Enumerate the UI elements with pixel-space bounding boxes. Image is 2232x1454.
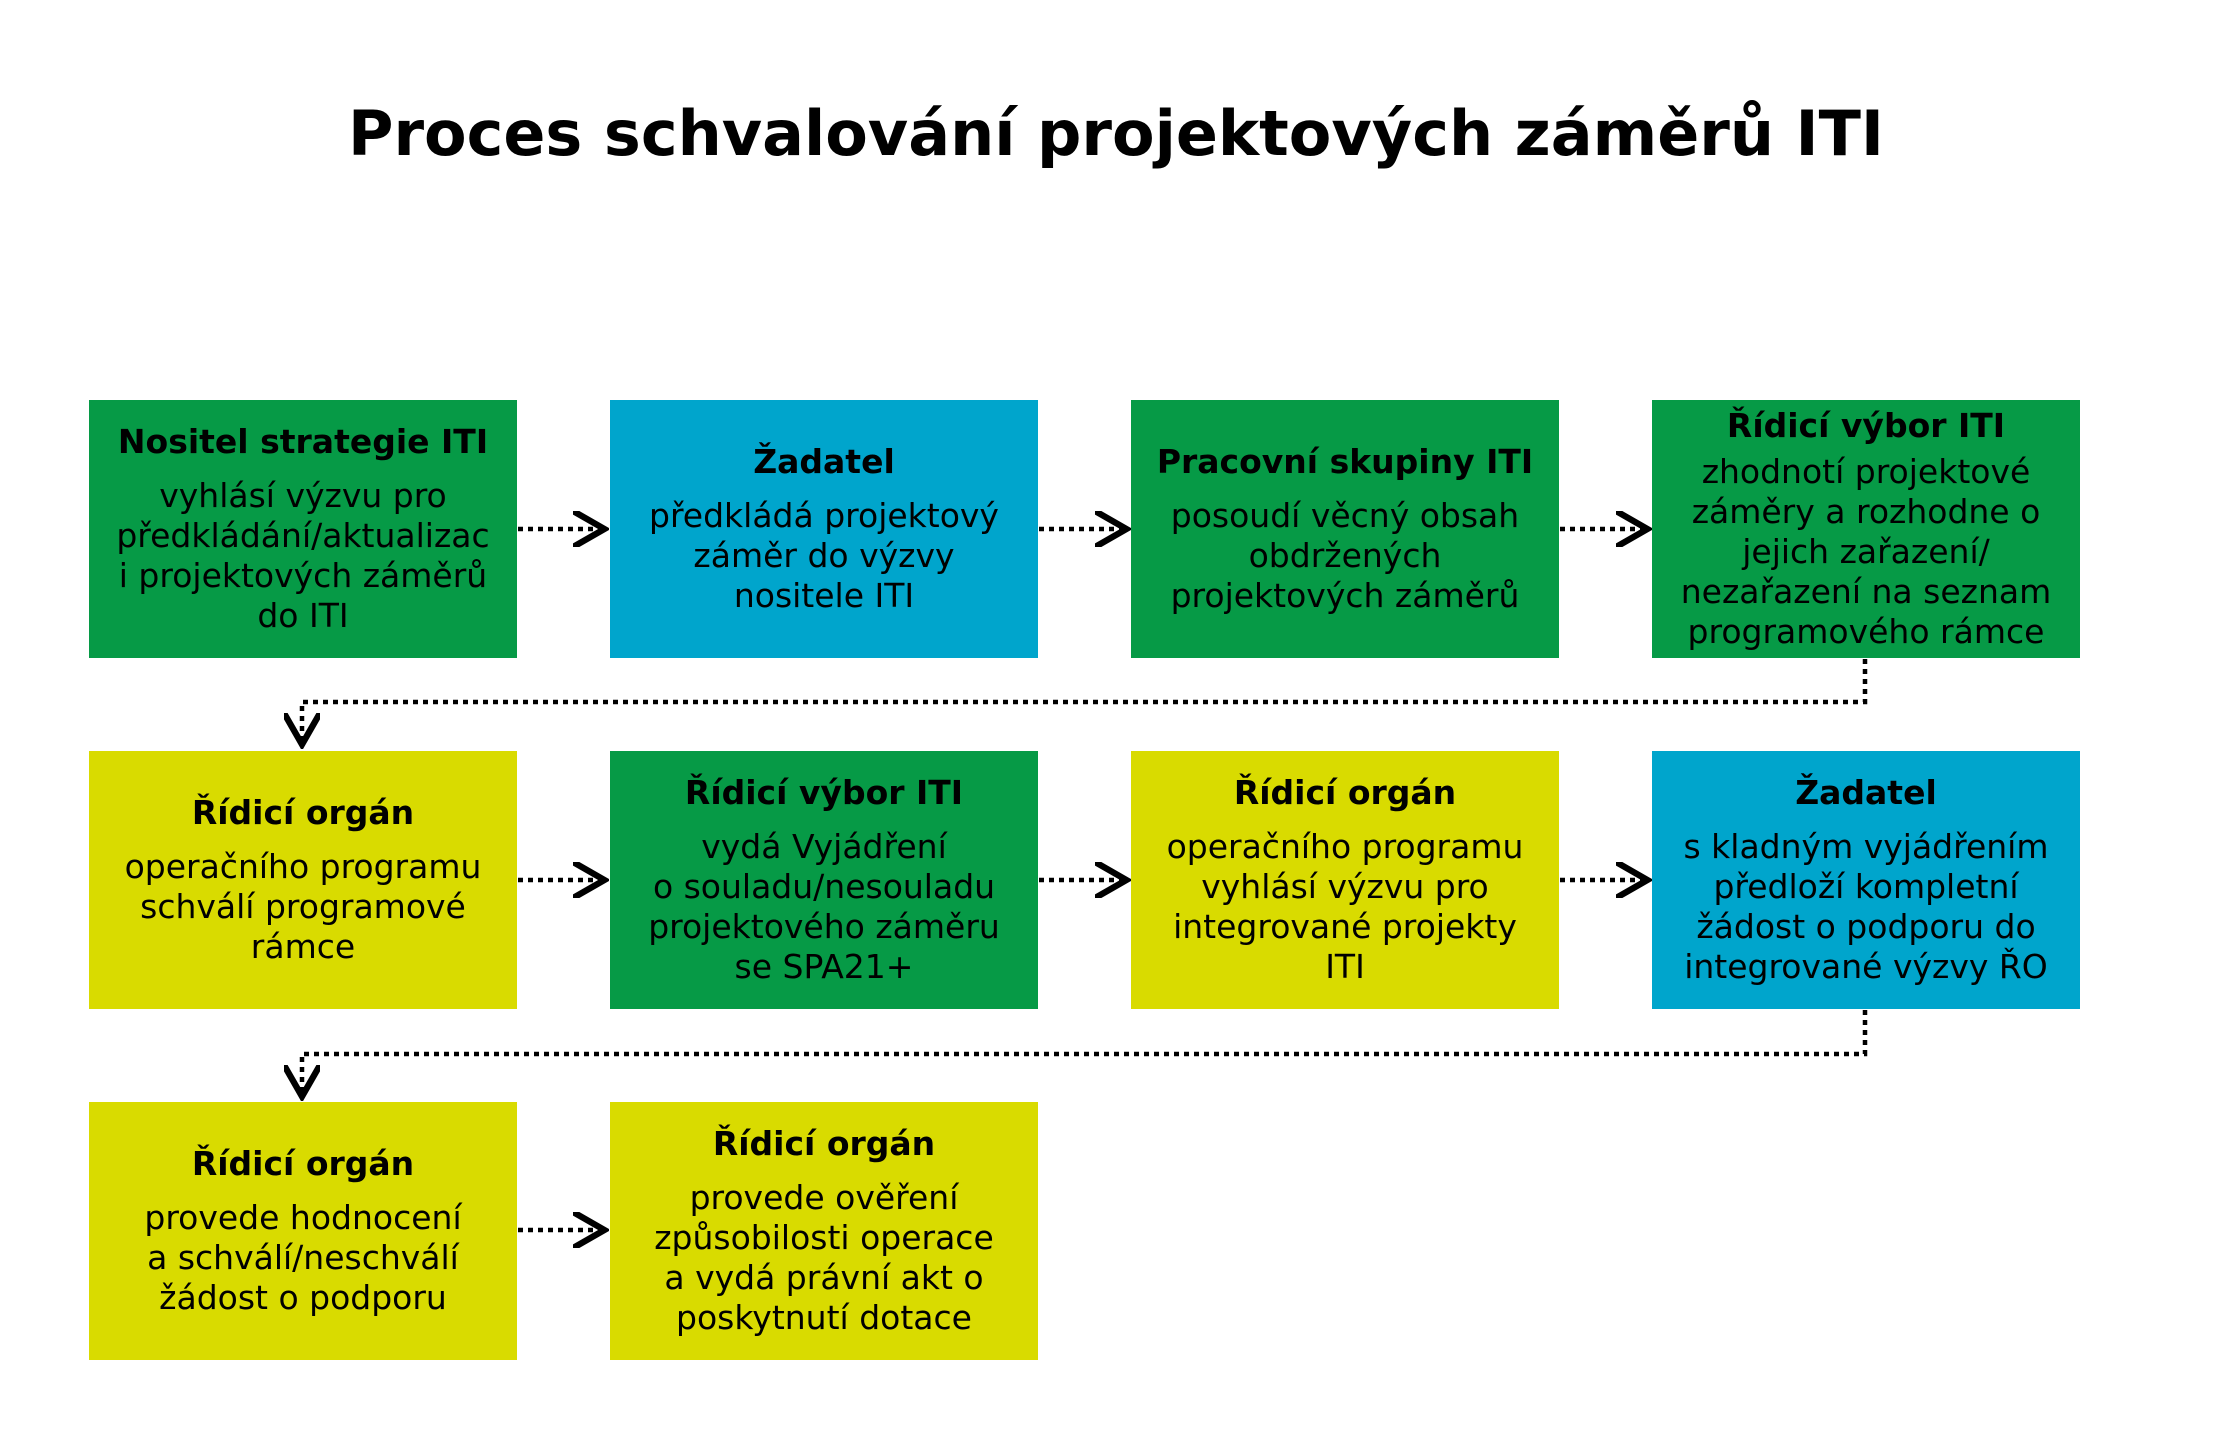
- step-6-heading: Řídicí výbor ITI: [684, 773, 964, 812]
- step-2-heading: Žadatel: [753, 442, 895, 481]
- step-3-text: posoudí věcný obsah obdržených projektov…: [1170, 496, 1520, 615]
- arrow-step8-to-step9: [302, 1010, 1868, 1092]
- step-8-heading: Žadatel: [1795, 773, 1937, 812]
- step-4-box: Řídicí výbor ITI zhodnotí projektové zám…: [1652, 400, 2080, 658]
- step-5-heading: Řídicí orgán: [191, 793, 415, 832]
- step-3-box: Pracovní skupiny ITI posoudí věcný obsah…: [1131, 400, 1559, 658]
- step-5-text: operačního programu schválí programové r…: [124, 847, 482, 966]
- step-2-box: Žadatel předkládá projektový záměr do vý…: [610, 400, 1038, 658]
- step-9-box: Řídicí orgán provede hodnocení a schválí…: [89, 1102, 517, 1360]
- step-5-box: Řídicí orgán operačního programu schválí…: [89, 751, 517, 1009]
- diagram-title: Proces schvalování projektových záměrů I…: [348, 97, 1884, 170]
- step-7-heading: Řídicí orgán: [1233, 773, 1457, 812]
- step-2-text: předkládá projektový záměr do výzvy nosi…: [649, 496, 999, 615]
- step-6-text: vydá Vyjádření o souladu/nesouladu proje…: [648, 827, 1000, 986]
- step-3-heading: Pracovní skupiny ITI: [1156, 442, 1534, 481]
- step-9-text: provede hodnocení a schválí/neschválí žá…: [144, 1198, 462, 1317]
- step-7-text: operačního programu vyhlásí výzvu pro in…: [1166, 827, 1524, 986]
- step-10-heading: Řídicí orgán: [712, 1124, 936, 1163]
- step-1-text: vyhlásí výzvu pro předkládání/aktualizac…: [116, 476, 490, 635]
- step-8-box: Žadatel s kladným vyjádřením předloží ko…: [1652, 751, 2080, 1009]
- step-6-box: Řídicí výbor ITI vydá Vyjádření o soulad…: [610, 751, 1038, 1009]
- arrow-step4-to-step5: [302, 659, 1868, 740]
- step-9-heading: Řídicí orgán: [191, 1144, 415, 1183]
- step-10-box: Řídicí orgán provede ověření způsobilost…: [610, 1102, 1038, 1360]
- step-7-box: Řídicí orgán operačního programu vyhlásí…: [1131, 751, 1559, 1009]
- step-4-heading: Řídicí výbor ITI: [1726, 406, 2006, 445]
- step-1-box: Nositel strategie ITI vyhlásí výzvu pro …: [89, 400, 517, 658]
- step-4-text: zhodnotí projektové záměry a rozhodne o …: [1680, 452, 2052, 651]
- step-10-text: provede ověření způsobilosti operace a v…: [654, 1178, 994, 1337]
- step-1-heading: Nositel strategie ITI: [117, 422, 489, 461]
- step-8-text: s kladným vyjádřením předloží kompletní …: [1683, 827, 2049, 986]
